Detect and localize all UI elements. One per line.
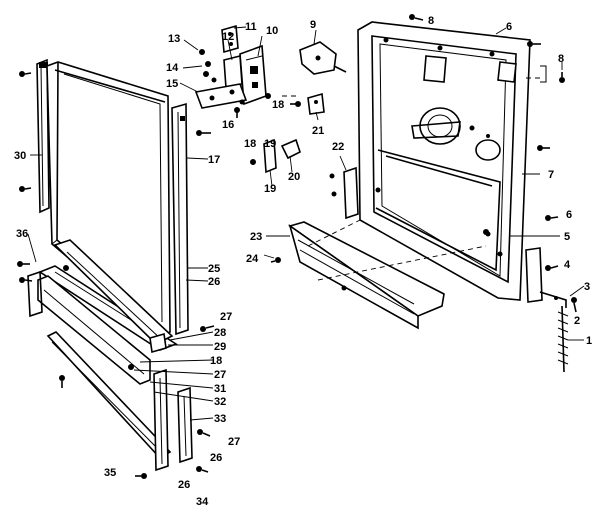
screw-30-top [19, 71, 32, 77]
part-15-arm [194, 83, 248, 109]
callout-21: 21 [312, 125, 324, 137]
callout-34: 34 [196, 496, 209, 508]
screw-27-lower [197, 429, 211, 437]
callout-11: 11 [245, 21, 257, 33]
callout-3: 3 [584, 281, 590, 293]
part-30-side-trim [36, 58, 50, 214]
screw-8-side [540, 65, 565, 83]
part-7-inner-door-liner [357, 21, 531, 301]
alignment-lines [282, 77, 540, 281]
screw-6-top [527, 41, 541, 47]
callout-7: 7 [548, 169, 554, 181]
callout-19b: 19 [264, 183, 276, 195]
screw-16 [196, 130, 211, 136]
part-19-switch [250, 138, 277, 174]
callout-27b: 27 [214, 369, 226, 381]
callout-1: 1 [586, 335, 592, 347]
callout-8b: 8 [558, 53, 564, 65]
callout-18c: 18 [244, 138, 256, 150]
callout-14: 14 [166, 62, 179, 74]
part-34-lower-strip [46, 331, 172, 460]
part-36-kick-plate [27, 270, 151, 385]
screw-5 [483, 229, 489, 235]
callout-31: 31 [214, 383, 226, 395]
part-9-latch [299, 41, 347, 75]
callout-27a: 27 [220, 311, 232, 323]
screw-27-upper [200, 325, 215, 332]
door-outer-panel [46, 61, 171, 337]
part-28-29-hinge-clip [149, 332, 167, 354]
screw-8-top [409, 14, 424, 21]
callout-20: 20 [288, 171, 300, 183]
part-12-link [223, 54, 243, 90]
callout-4: 4 [564, 259, 571, 271]
callout-6a: 6 [506, 21, 512, 33]
screw-7-side [537, 145, 550, 151]
callout-25: 25 [208, 263, 220, 275]
callout-26a: 26 [208, 276, 220, 288]
callout-26c: 26 [178, 479, 190, 491]
callout-36: 36 [16, 228, 28, 240]
callouts: 1 2 3 4 5 6 6 7 8 8 9 10 11 12 13 14 15 … [14, 15, 592, 508]
screw-30-bottom [19, 186, 32, 192]
part-3-spring-bracket [525, 247, 567, 308]
part-26-side-trim [153, 368, 169, 472]
callout-15: 15 [166, 78, 178, 90]
callout-32: 32 [214, 396, 226, 408]
callout-18b: 18 [210, 355, 222, 367]
callout-10: 10 [266, 25, 278, 37]
part-11-bracket [221, 24, 239, 54]
screw-4 [545, 265, 559, 271]
part-17-25-side-channel [171, 102, 189, 336]
part-20-actuator [280, 138, 301, 160]
callout-16: 16 [222, 119, 234, 131]
callout-19a: 19 [264, 138, 276, 150]
screw-18-clip [290, 101, 301, 107]
callout-2: 2 [574, 315, 580, 327]
screw-36-a [17, 261, 30, 267]
callout-9: 9 [310, 19, 316, 31]
screw-36-b [19, 277, 33, 283]
callout-35: 35 [104, 467, 116, 479]
callout-5: 5 [564, 231, 570, 243]
callout-23: 23 [250, 231, 262, 243]
screw-26-lower [196, 466, 209, 473]
callout-28: 28 [214, 327, 226, 339]
callout-6b: 6 [566, 209, 572, 221]
screw-27-mid [128, 364, 134, 370]
screw-left-bottom [59, 375, 65, 388]
leader-lines [27, 26, 585, 421]
callout-8a: 8 [428, 15, 434, 27]
part-33-side-trim [177, 386, 193, 464]
callout-30: 30 [14, 150, 26, 162]
screw-18-hinge [234, 107, 240, 118]
callout-12: 12 [222, 31, 234, 43]
callout-13: 13 [168, 33, 180, 45]
part-21-clip [307, 92, 325, 115]
callout-18a: 18 [272, 99, 284, 111]
screw-2 [571, 297, 577, 313]
screw-6-lower [545, 215, 559, 221]
callout-29: 29 [214, 341, 226, 353]
part-22-bracket [329, 166, 381, 220]
screws-13-14 [199, 49, 271, 105]
screw-35 [135, 473, 147, 479]
callout-33: 33 [214, 413, 226, 425]
part-1-spring [557, 305, 569, 373]
callout-26b: 26 [210, 452, 222, 464]
screw-36-c [63, 265, 69, 271]
callout-17: 17 [208, 154, 220, 166]
callout-24: 24 [246, 253, 259, 265]
screw-24 [270, 257, 281, 263]
part-23-lower-panel [288, 221, 445, 330]
part-32-lower-rail [53, 239, 174, 345]
callout-27c: 27 [228, 436, 240, 448]
callout-22: 22 [332, 141, 344, 153]
